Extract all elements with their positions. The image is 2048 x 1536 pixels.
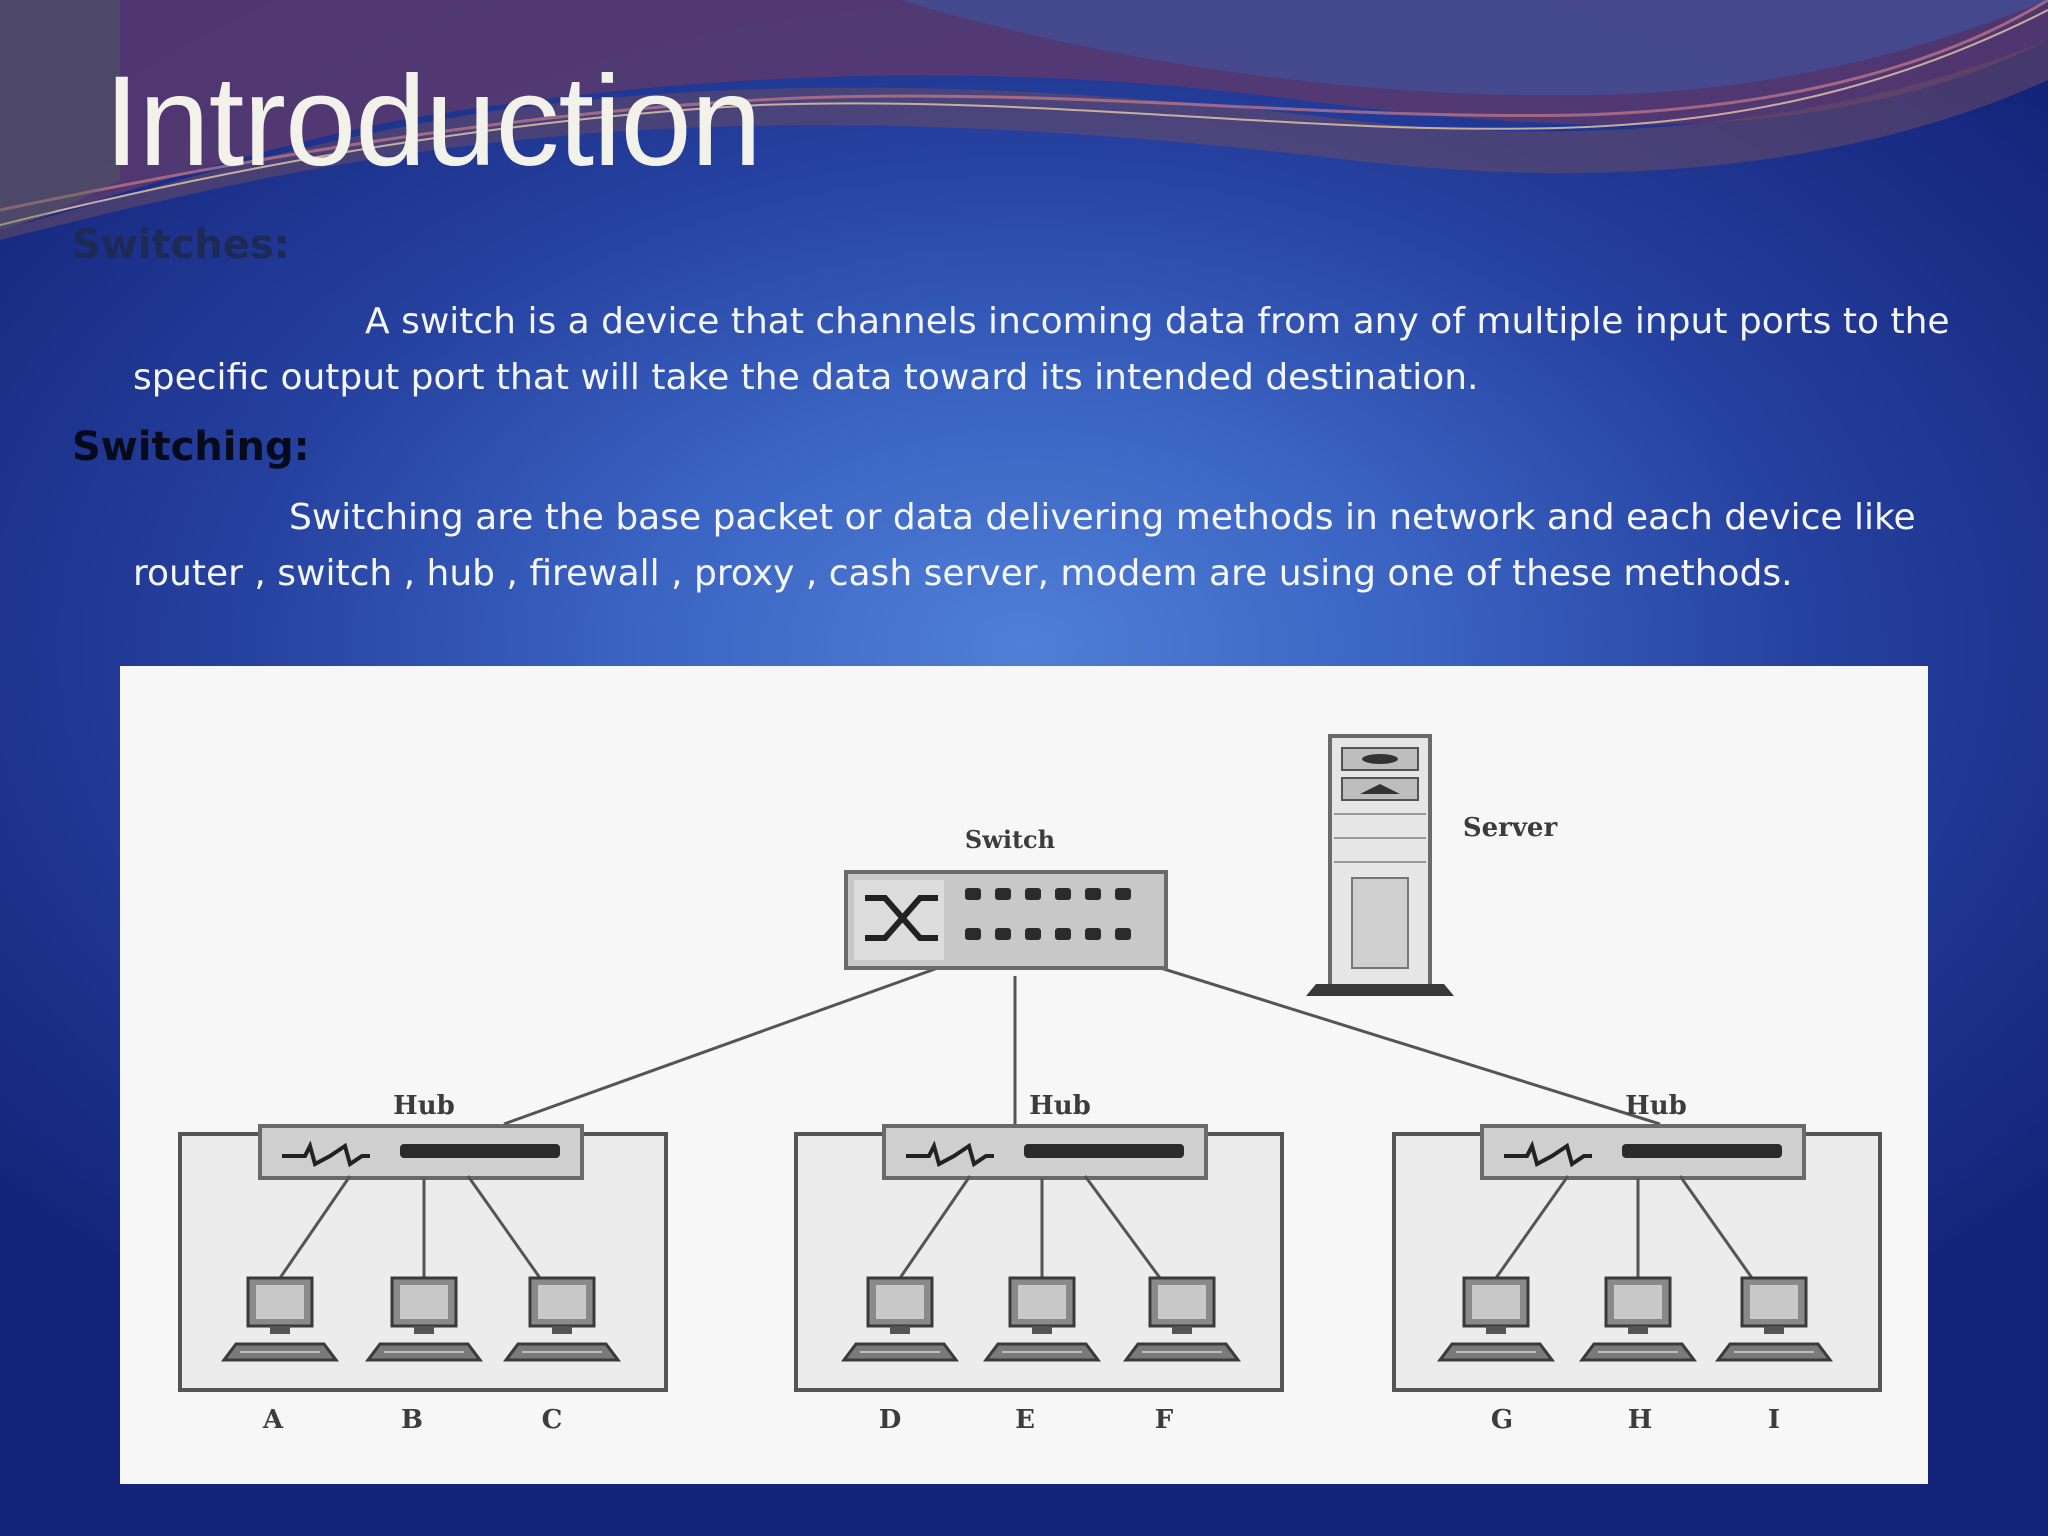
switch-label: Switch: [965, 825, 1055, 854]
computer-label: G: [1491, 1405, 1513, 1435]
hub-pulse-icon: [1504, 1140, 1592, 1168]
switches-heading: Switches:: [72, 222, 290, 268]
server-label: Server: [1463, 813, 1558, 843]
switches-description: A switch is a device that channels incom…: [133, 301, 1950, 398]
computer-label: A: [262, 1405, 284, 1435]
computer-label: C: [542, 1405, 563, 1435]
hub-pulse-icon: [906, 1140, 994, 1168]
switching-heading: Switching:: [72, 424, 310, 470]
computer-label: I: [1768, 1405, 1780, 1435]
computer-label: B: [401, 1405, 423, 1435]
slide-title: Introduction: [104, 50, 762, 193]
computer-label: H: [1628, 1405, 1653, 1435]
header-wave-decoration: [0, 0, 2048, 240]
computer-label: E: [1015, 1405, 1035, 1435]
computer-label: F: [1155, 1405, 1174, 1435]
hub-group-3: Hub G H I: [1392, 1091, 1882, 1435]
hub-label: Hub: [1029, 1091, 1091, 1121]
server-device: Server: [1306, 734, 1558, 996]
hub-pulse-icon: [282, 1140, 370, 1168]
computer-label: D: [879, 1405, 902, 1435]
hub-group-1: Hub A B C: [178, 1091, 668, 1435]
hub-group-2: Hub D E F: [794, 1091, 1284, 1435]
network-topology-svg: Switch Server: [178, 734, 1882, 1435]
hub-label: Hub: [393, 1091, 455, 1121]
hub-label: Hub: [1625, 1091, 1687, 1121]
switching-description: Switching are the base packet or data de…: [133, 497, 1916, 594]
switch-device: Switch: [844, 825, 1168, 970]
network-topology-diagram: Switch Server: [120, 666, 1928, 1484]
